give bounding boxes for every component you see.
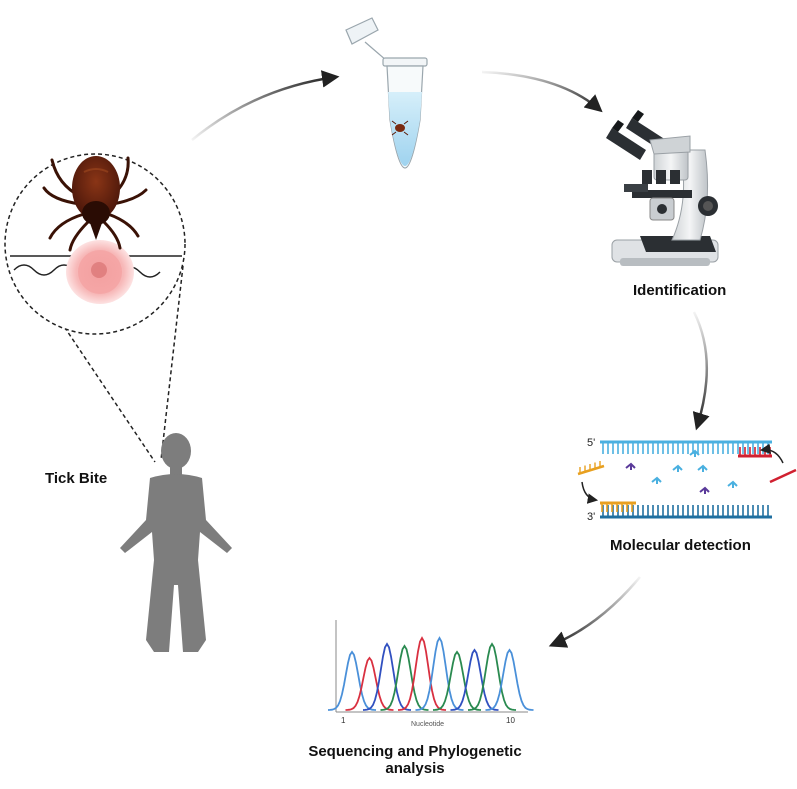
chromatogram-x-end: 10 xyxy=(506,716,515,725)
chromatogram-peak xyxy=(432,650,482,711)
identification-label: Identification xyxy=(633,282,727,299)
tick-bite-zoom xyxy=(4,153,186,463)
arrow-molecular-to-sequencing xyxy=(548,576,641,648)
arrow-bite-to-tube xyxy=(191,70,340,141)
sequencing-label: Sequencing and Phylogenetic analysis xyxy=(290,743,540,777)
chromatogram-peak xyxy=(415,636,464,711)
chromatogram-chart: 1 10 Nucleotide xyxy=(327,620,534,728)
arrow-tube-to-microscope xyxy=(481,70,603,113)
tick-bite-label: Tick Bite xyxy=(45,470,108,487)
chromatogram-peak xyxy=(380,644,429,711)
chromatogram-peak xyxy=(327,650,377,711)
arrow-identification-to-molecular xyxy=(692,311,710,431)
chromatogram-peak xyxy=(397,636,447,711)
dna-top-strand xyxy=(600,440,772,454)
chromatogram-peak xyxy=(467,642,517,711)
molecular-detection-label: Molecular detection xyxy=(610,537,751,554)
sample-tube-icon xyxy=(345,17,428,169)
sequencing-label-line2: analysis xyxy=(385,760,445,777)
chromatogram-peak xyxy=(345,656,394,711)
dna-bottom-strand xyxy=(600,505,772,519)
chromatogram-peak xyxy=(485,648,534,711)
primers-and-nucleotides xyxy=(577,443,797,512)
chromatogram-x-label: Nucleotide xyxy=(411,721,444,728)
pcr-dna-icon: 5' 3' xyxy=(577,437,797,523)
sequencing-label-line1: Sequencing and Phylogenetic xyxy=(308,743,522,760)
chromatogram-peak xyxy=(450,648,499,711)
microscope-icon xyxy=(606,110,719,266)
three-prime-label: 3' xyxy=(587,511,595,523)
chromatogram-peak xyxy=(362,642,412,711)
five-prime-label: 5' xyxy=(587,437,595,449)
human-silhouette-icon xyxy=(120,433,232,652)
chromatogram-x-start: 1 xyxy=(341,716,346,725)
